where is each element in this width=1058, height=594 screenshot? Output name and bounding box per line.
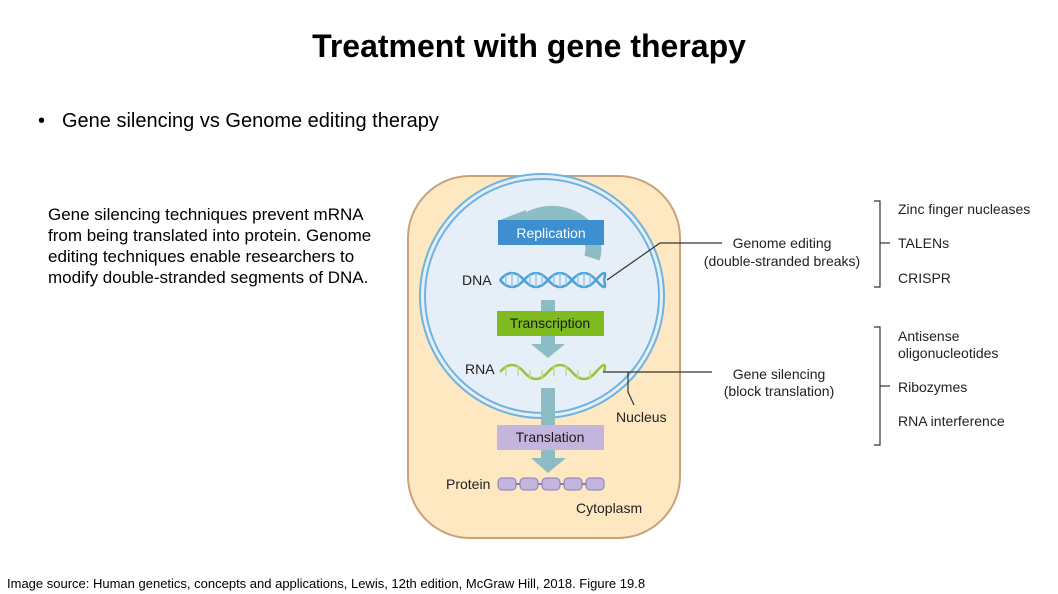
genome-editing-sublabel: (double-stranded breaks) [704,253,860,269]
transcription-box [497,311,604,336]
gene-silencing-label: Gene silencing [733,366,826,382]
arrow-translation-shaft [541,449,555,459]
genome-editing-leader-line [606,242,722,281]
bullet-point: • Gene silencing vs Genome editing therap… [38,110,439,133]
image-source-citation: Image source: Human genetics, concepts a… [7,576,646,591]
method-zinc-finger: Zinc finger nucleases [898,201,1030,217]
arrow-rna-to-translation [541,388,555,425]
translation-label: Translation [516,429,585,445]
arrow-dna-to-transcription [541,300,555,314]
gene-silencing-sublabel: (block translation) [724,383,835,399]
arrow-transcription-shaft [541,334,555,344]
rna-label: RNA [465,361,495,377]
description-text: Gene silencing techniques prevent mRNA f… [48,205,372,287]
slide-title: Treatment with gene therapy [312,28,746,64]
replication-box [498,220,604,245]
replication-label: Replication [516,225,585,241]
nucleus-leader-line [627,372,635,406]
genome-editing-label: Genome editing [733,235,832,251]
nucleus-label: Nucleus [616,409,667,425]
method-antisense: Antisense [898,328,960,344]
method-talens: TALENs [898,235,949,251]
bullet-dot-icon: • [38,110,46,132]
transcription-label: Transcription [510,315,590,331]
method-antisense-line2: oligonucleotides [898,345,998,361]
protein-chain [497,477,605,491]
method-crispr: CRISPR [898,270,951,286]
cytoplasm-label: Cytoplasm [576,500,642,516]
method-ribozymes: Ribozymes [898,379,967,395]
arrow-translation-head-icon [531,458,566,473]
genome-editing-bracket [874,200,881,288]
arrow-transcription-head-icon [531,344,565,358]
dna-base-pairs [505,273,591,287]
protein-label: Protein [446,476,490,492]
translation-box [497,425,604,450]
rna-strand [499,363,607,381]
gene-silencing-bracket [874,326,881,446]
method-rna-interference: RNA interference [898,413,1005,429]
rna-bases [505,366,591,380]
dna-label: DNA [462,272,492,288]
bullet-text: Gene silencing vs Genome editing therapy [62,110,439,132]
